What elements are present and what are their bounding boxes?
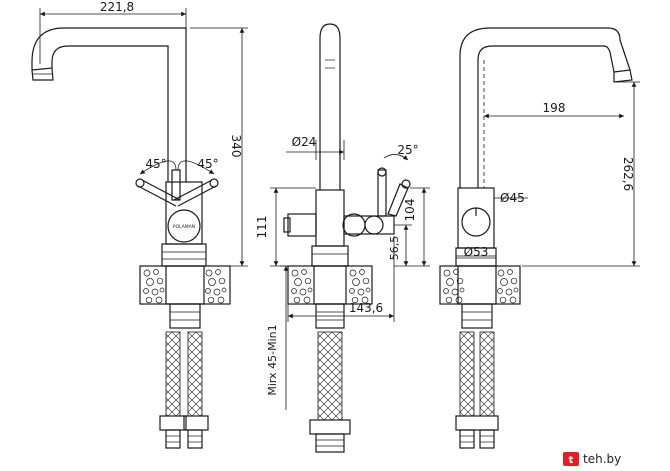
- dim-104-label: 104: [403, 199, 417, 222]
- dim-height-label: 340: [229, 135, 243, 158]
- dim-mount-label: Mirx 45-Min1: [266, 324, 279, 395]
- dim-143-6-label: 143,6: [349, 301, 383, 315]
- watermark-text: teh.by: [583, 452, 621, 466]
- front-view: POLAMAN 221,8 340 45° 45: [31, 0, 248, 449]
- dim-diameter-53-label: Ø53: [464, 245, 489, 259]
- dim-262-6-label: 262,6: [621, 157, 635, 191]
- dim-111-label: 111: [255, 216, 269, 239]
- side-view: Ø24 25° 111 104 56,5 143,6 Mirx 45-Min1: [255, 23, 430, 453]
- angle-right-label: 45°: [197, 157, 218, 171]
- angle-left-label: 45°: [145, 157, 166, 171]
- dim-width-label: 221,8: [100, 0, 134, 14]
- watermark: t teh.by: [563, 452, 621, 466]
- brand-logo: POLAMAN: [173, 224, 195, 230]
- dim-198-label: 198: [543, 101, 566, 115]
- dim-56-5-label: 56,5: [388, 236, 401, 261]
- back-view: 198 262,6 Ø45 Ø53: [439, 27, 640, 449]
- watermark-badge-glyph: t: [569, 455, 574, 466]
- watermark-badge-icon: [563, 452, 579, 466]
- dim-diameter-24-label: Ø24: [292, 135, 317, 149]
- angle-25-label: 25°: [397, 143, 418, 157]
- dim-diameter-45-label: Ø45: [500, 191, 525, 205]
